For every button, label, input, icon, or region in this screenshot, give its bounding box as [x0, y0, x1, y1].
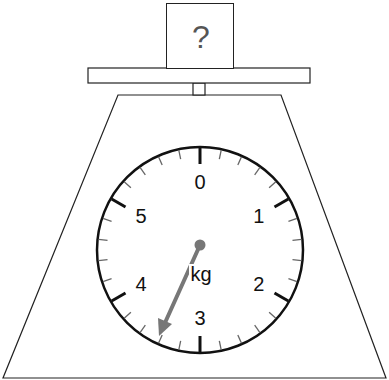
dial-number: 0: [193, 172, 206, 192]
major-tick: [199, 336, 202, 352]
minor-tick: [219, 341, 221, 350]
dial-number: 2: [252, 274, 265, 294]
major-tick: [199, 148, 202, 164]
minor-tick: [269, 312, 276, 318]
minor-tick: [288, 279, 297, 282]
scale-stem: [193, 83, 205, 95]
minor-tick: [238, 335, 242, 343]
minor-tick: [124, 182, 131, 188]
minor-tick: [140, 325, 145, 332]
minor-tick: [99, 239, 108, 241]
unknown-mark: ?: [191, 21, 211, 53]
minor-tick: [124, 312, 131, 318]
scale-housing: [3, 95, 386, 378]
minor-tick: [238, 157, 242, 165]
minor-tick: [179, 341, 181, 350]
minor-tick: [255, 325, 260, 332]
minor-tick: [159, 335, 163, 343]
minor-tick: [269, 182, 276, 188]
minor-tick: [103, 279, 112, 282]
minor-tick: [292, 259, 301, 261]
minor-tick: [159, 157, 163, 165]
major-tick: [112, 199, 126, 207]
dial-ticks: [99, 148, 302, 352]
dial-number: 4: [135, 274, 148, 294]
unit-label: kg: [189, 264, 212, 284]
major-tick: [274, 199, 288, 207]
pointer-head: [158, 318, 172, 336]
major-tick: [112, 293, 126, 301]
scale-platform: [88, 68, 310, 83]
minor-tick: [219, 150, 221, 159]
dial-number: 1: [252, 206, 265, 226]
minor-tick: [103, 218, 112, 221]
minor-tick: [140, 167, 145, 174]
dial-number: 3: [193, 308, 206, 328]
major-tick: [274, 293, 288, 301]
minor-tick: [255, 167, 260, 174]
minor-tick: [288, 218, 297, 221]
dial-node: 0 1 2 3 4 5 kg: [97, 147, 303, 353]
weight-box: ?: [166, 3, 234, 69]
dial-number: 5: [135, 206, 148, 226]
dial-face: [97, 147, 303, 353]
minor-tick: [179, 150, 181, 159]
minor-tick: [292, 239, 301, 241]
pointer-hub: [195, 240, 206, 251]
minor-tick: [99, 259, 108, 261]
